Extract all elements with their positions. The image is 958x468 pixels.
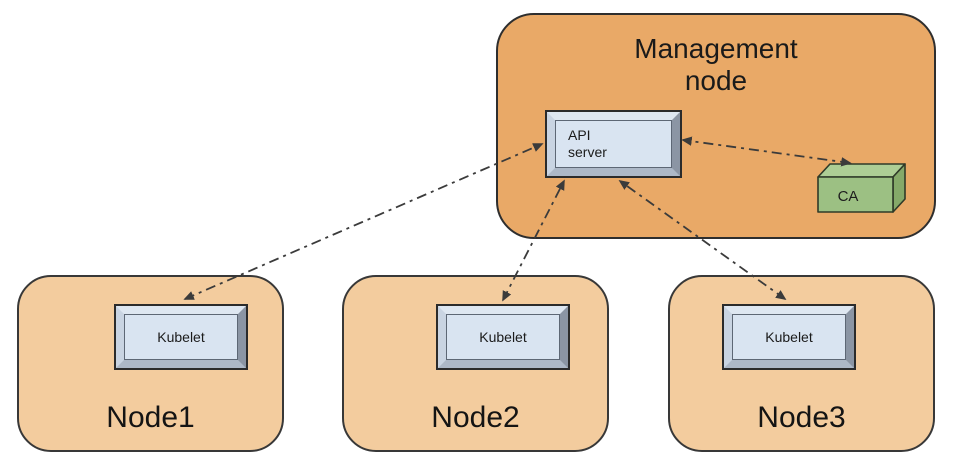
management-node-title: Management node bbox=[634, 33, 798, 96]
api-server-box: API server bbox=[545, 110, 682, 178]
node3: Kubelet Node3 bbox=[668, 275, 935, 452]
node2-kubelet-box: Kubelet bbox=[436, 304, 570, 370]
node2-kubelet-bevel bbox=[438, 306, 568, 368]
node1-label: Node1 bbox=[106, 401, 195, 434]
node1-kubelet-label: Kubelet bbox=[124, 314, 238, 360]
node3-kubelet-label: Kubelet bbox=[732, 314, 846, 360]
management-node: Management node API server bbox=[496, 13, 936, 239]
node3-label: Node3 bbox=[757, 401, 846, 434]
node1-kubelet-box: Kubelet bbox=[114, 304, 248, 370]
node3-kubelet-bevel bbox=[724, 306, 854, 368]
node2-kubelet-label: Kubelet bbox=[446, 314, 560, 360]
node2-label: Node2 bbox=[431, 401, 520, 434]
api-server-label: API server bbox=[555, 120, 672, 168]
node2: Kubelet Node2 bbox=[342, 275, 609, 452]
node3-kubelet-box: Kubelet bbox=[722, 304, 856, 370]
node1-kubelet-bevel bbox=[116, 306, 246, 368]
node1: Kubelet Node1 bbox=[17, 275, 284, 452]
api-server-bevel bbox=[547, 112, 680, 176]
